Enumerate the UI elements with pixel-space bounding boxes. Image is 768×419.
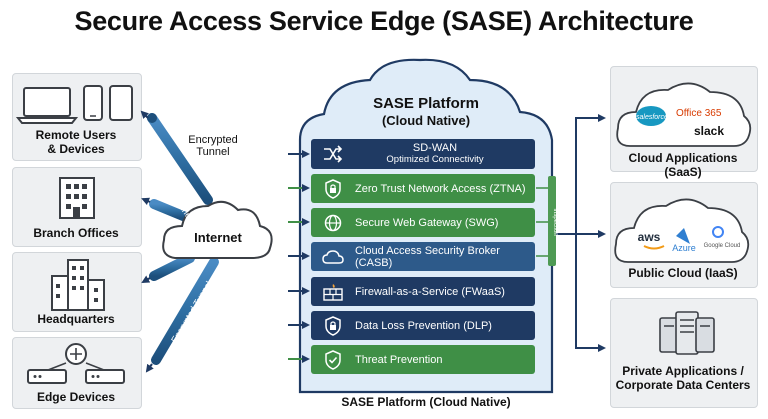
service-label: Secure Web Gateway (SWG) (355, 216, 499, 229)
slack-logo: slack (694, 124, 725, 138)
shield-lock-icon (321, 178, 345, 199)
building-icon (59, 177, 95, 219)
edge-devices-label: Edge Devices (36, 390, 116, 404)
inspection-connectors (536, 176, 556, 266)
encrypted-tunnel-top (147, 113, 213, 205)
service-dlp: Data Loss Prevention (DLP) (311, 311, 535, 340)
tunnel-branch (149, 199, 193, 223)
cloud-icon (321, 247, 345, 267)
sdwan-row: SD-WAN Optimized Connectivity (311, 139, 535, 169)
office365-logo: Office 365 (676, 108, 722, 119)
azure-logo: Azure (672, 243, 696, 253)
service-input-arrows (288, 150, 310, 363)
tablet-icon (109, 85, 133, 121)
service-label: Data Loss Prevention (DLP) (355, 319, 492, 332)
headquarters-label: Headquarters (37, 312, 115, 326)
service-threat-prevention: Threat Prevention (311, 345, 535, 374)
service-label: Firewall-as-a-Service (FWaaS) (355, 285, 505, 298)
page-title: Secure Access Service Edge (SASE) Archit… (74, 6, 694, 36)
headquarters-icon (51, 259, 105, 311)
internet-cloud (162, 200, 273, 259)
service-casb: Cloud Access Security Broker (CASB) (311, 242, 535, 271)
sdwan-subtitle: Optimized Connectivity (386, 154, 484, 165)
tunnel-hq (149, 253, 195, 281)
salesforce-logo: salesforce (636, 114, 668, 121)
shuffle-arrows-icon (321, 144, 345, 164)
platform-title: SASE Platform (373, 95, 479, 112)
iaas-cloud (614, 198, 750, 263)
service-label: Cloud Access Security Broker (CASB) (355, 244, 500, 269)
platform-subtitle: (Cloud Native) (381, 113, 471, 128)
check-shield-icon (321, 349, 345, 370)
encrypted-tunnel-bottom (151, 257, 219, 365)
service-swg: Secure Web Gateway (SWG) (311, 208, 535, 237)
inspection-label: Inspection (552, 208, 558, 236)
iaas-label: Public Cloud (IaaS) (628, 266, 738, 280)
service-label: Threat Prevention (355, 353, 443, 366)
private-apps-label: Private Applications / Corporate Data Ce… (615, 364, 751, 392)
phone-icon (83, 85, 103, 121)
encrypted-tunnel-caption: Encrypted Tunnel (188, 134, 238, 158)
output-arrows (556, 114, 606, 352)
branch-offices-label: Branch Offices (33, 226, 119, 240)
service-label: Zero Trust Network Access (ZTNA) (355, 182, 526, 195)
firewall-icon (321, 282, 345, 302)
sdwan-title: SD-WAN (412, 142, 458, 154)
aws-logo: aws (637, 230, 661, 244)
globe-icon (321, 213, 345, 233)
remote-users-label: Remote Users & Devices (35, 128, 117, 156)
service-ztna: Zero Trust Network Access (ZTNA) (311, 174, 535, 203)
service-fwaas: Firewall-as-a-Service (FWaaS) (311, 277, 535, 306)
saas-label: Cloud Applications (SaaS) (628, 151, 738, 179)
server-rack-icon (659, 311, 715, 355)
internet-label: Internet (194, 230, 242, 245)
router-icon (27, 343, 125, 384)
saas-cloud (616, 82, 752, 147)
google-cloud-logo: Google Cloud (703, 243, 741, 249)
lock-shield-icon (321, 315, 345, 336)
platform-footer: SASE Platform (Cloud Native) (341, 395, 511, 409)
laptop-icon (15, 87, 79, 124)
